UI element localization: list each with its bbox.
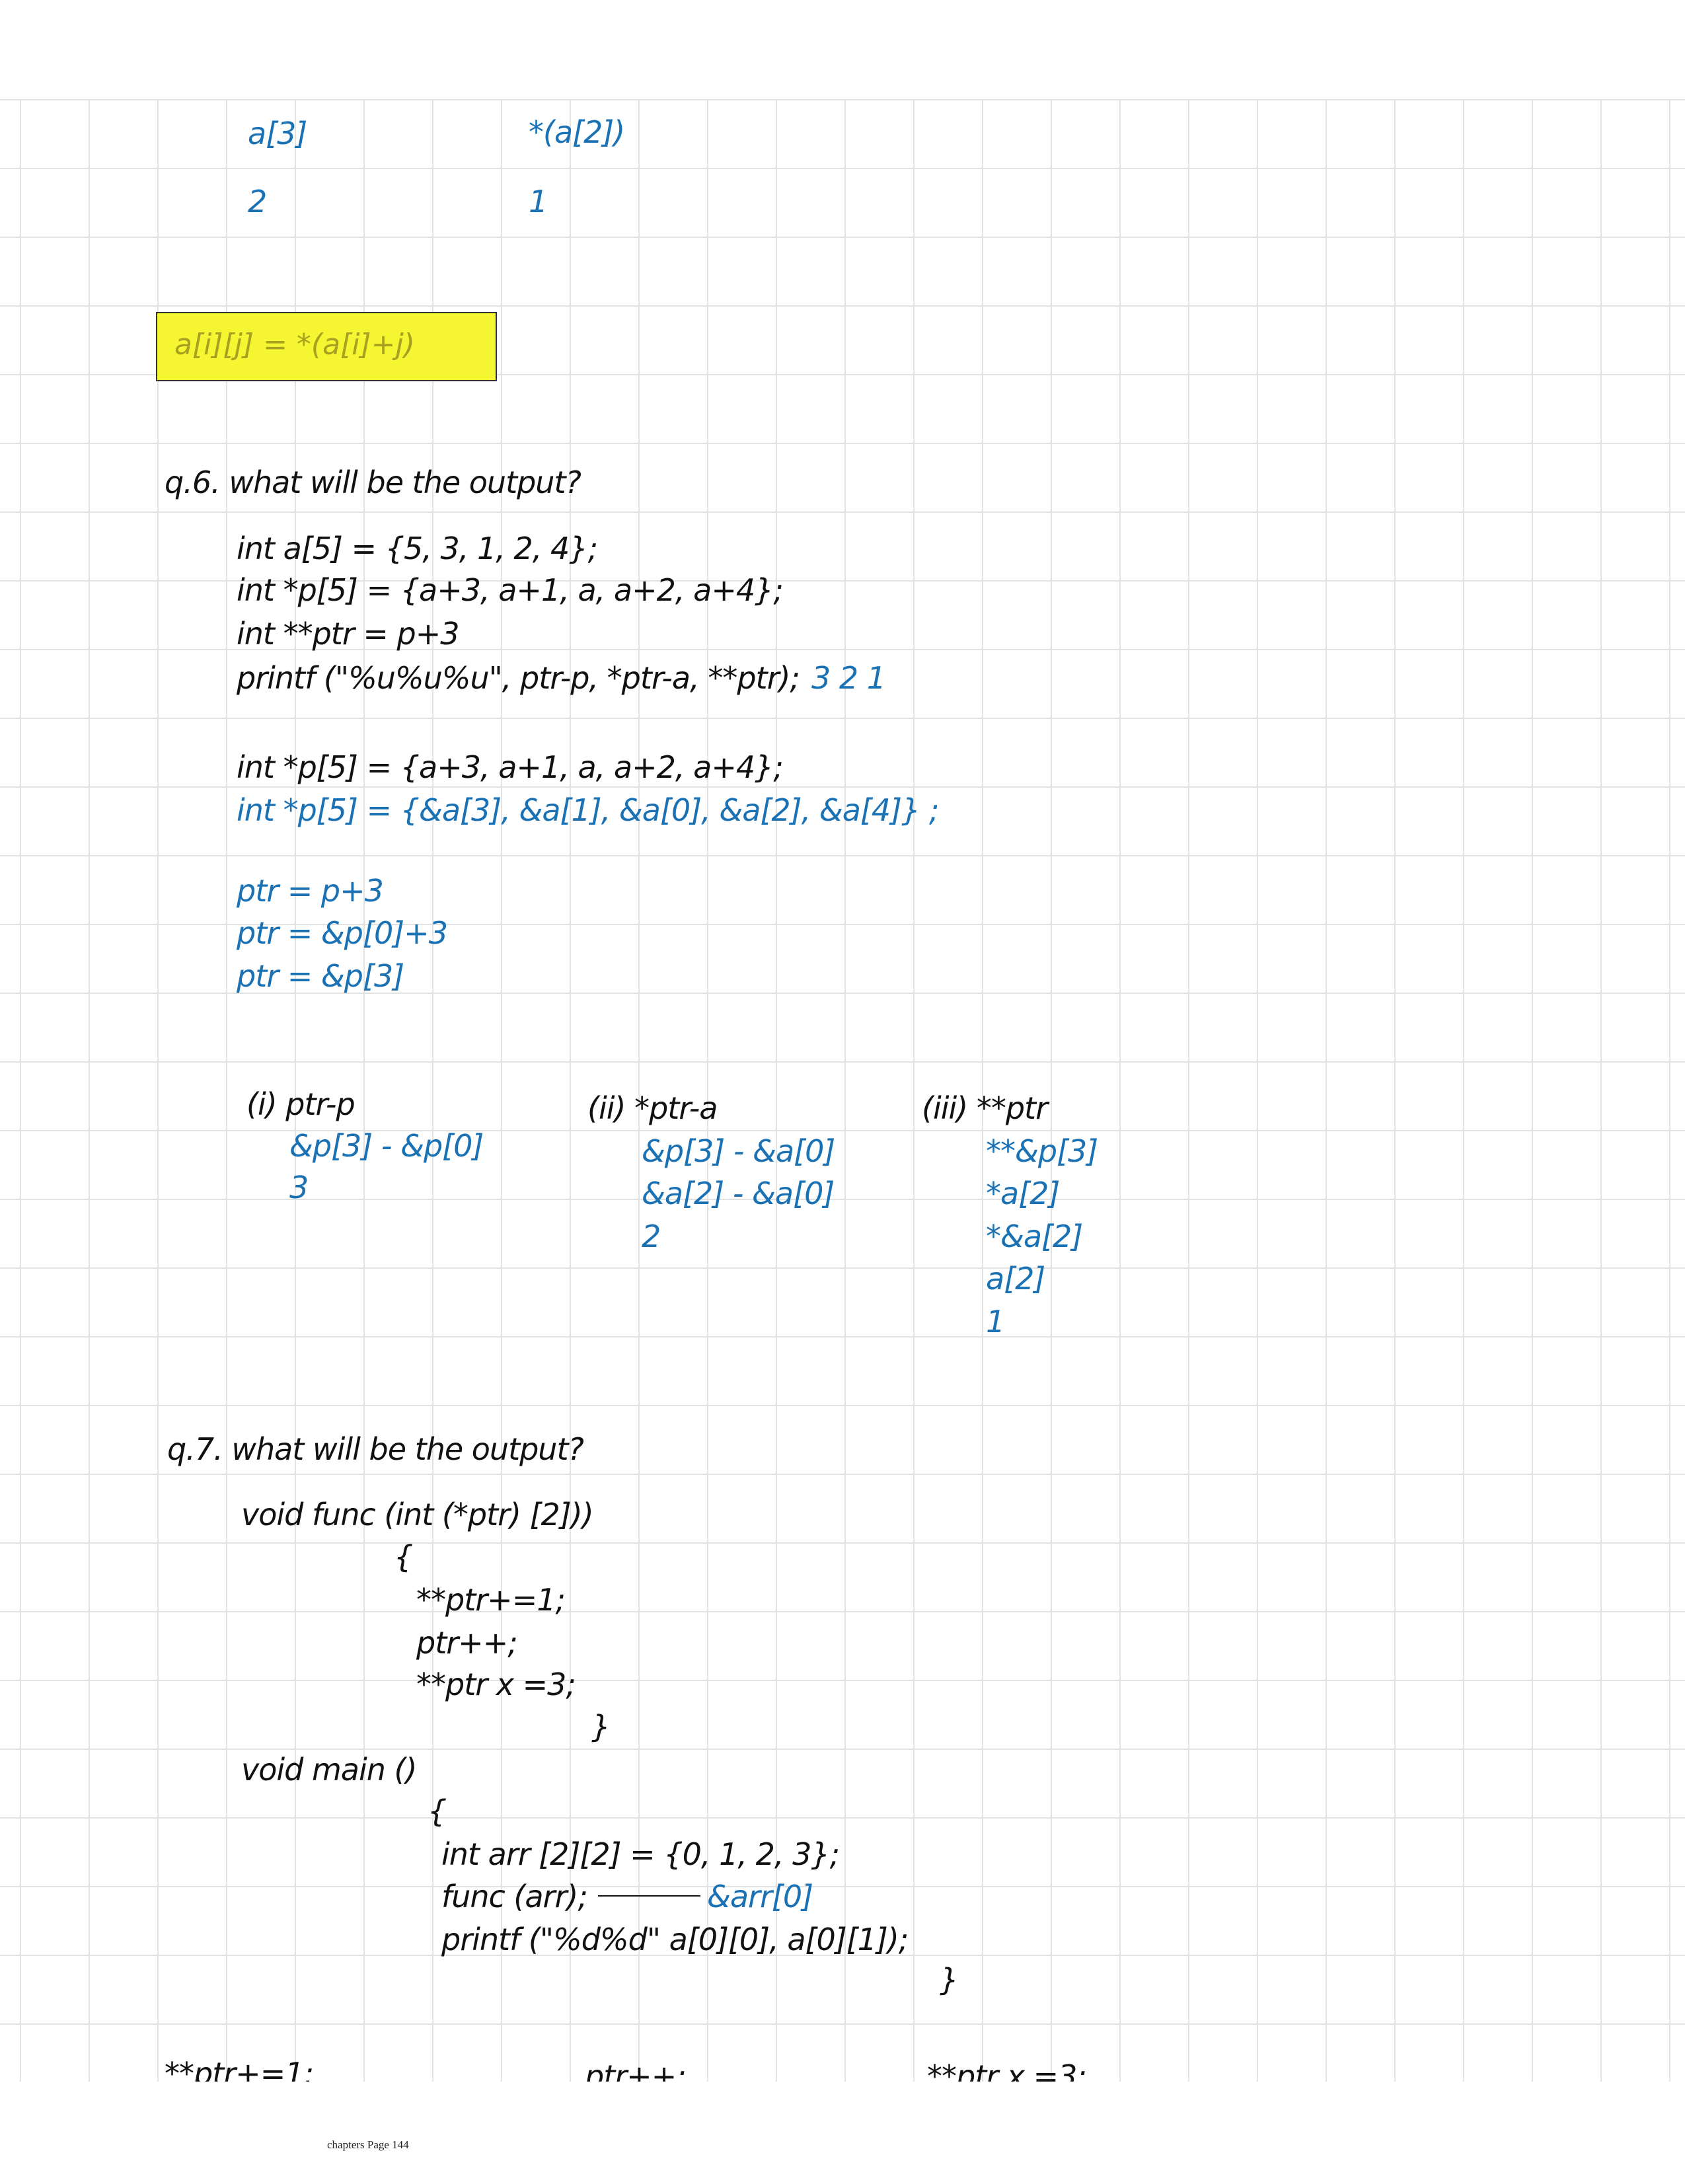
part-i-label: (i) ptr-p — [246, 1086, 356, 1122]
ptr-step: ptr = p+3 — [237, 873, 384, 909]
brace: } — [940, 1962, 959, 1998]
part-ii-step: 2 — [642, 1219, 661, 1254]
page-footer: chapters Page 144 — [327, 2138, 409, 2151]
bottom-step: **ptr x =3; — [927, 2058, 1087, 2082]
code-line: ptr++; — [416, 1625, 518, 1661]
brace: } — [591, 1709, 611, 1745]
q6-answer: 3 2 1 — [811, 660, 886, 696]
code-line: **ptr x =3; — [416, 1667, 576, 1702]
part-ii-step: &a[2] - &a[0] — [642, 1176, 835, 1211]
brace: { — [394, 1539, 413, 1575]
part-iii-step: *&a[2] — [986, 1219, 1083, 1254]
code-line: int *p[5] = {a+3, a+1, a, a+2, a+4}; — [237, 572, 784, 608]
bottom-step: **ptr+=1; — [165, 2056, 314, 2082]
expr-a3: a[3] — [248, 116, 307, 151]
code-line: void main () — [241, 1752, 417, 1788]
q7-heading: q.7. what will be the output? — [167, 1431, 584, 1467]
highlight-box: a[i][j] = *(a[i]+j) — [156, 312, 497, 381]
part-iii-step: *a[2] — [986, 1176, 1060, 1211]
bottom-step: ptr++; — [585, 2058, 687, 2082]
code-line: int a[5] = {5, 3, 1, 2, 4}; — [237, 531, 598, 566]
code-line: void func (int (*ptr) [2])) — [241, 1497, 594, 1532]
part-iii-step: **&p[3] — [986, 1133, 1098, 1169]
expr-deref-a2: *(a[2]) — [529, 114, 625, 150]
part-i-step: &p[3] - &p[0] — [289, 1128, 484, 1164]
grid-paper — [0, 99, 1685, 2082]
part-iii-step: a[2] — [986, 1261, 1045, 1297]
ptr-step: ptr = &p[0]+3 — [237, 915, 448, 951]
brace: { — [428, 1793, 447, 1829]
part-iii-label: (iii) **ptr — [922, 1090, 1048, 1126]
part-iii-step: 1 — [986, 1304, 1005, 1339]
code-line: printf ("%d%d" a[0][0], a[0][1]); — [441, 1922, 909, 1957]
part-ii-label: (ii) *ptr-a — [587, 1090, 718, 1126]
part-ii-step: &p[3] - &a[0] — [642, 1133, 835, 1169]
code-line: int **ptr = p+3 — [237, 616, 460, 652]
code-line: func (arr); — [441, 1879, 588, 1914]
highlight-formula: a[i][j] = *(a[i]+j) — [174, 328, 415, 361]
q6-heading: q.6. what will be the output? — [165, 465, 581, 500]
clipped-row: **ptr+=1; ptr++; **ptr x =3; — [0, 2049, 1685, 2082]
code-line: int arr [2][2] = {0, 1, 2, 3}; — [441, 1836, 840, 1872]
code-line: printf ("%u%u%u", ptr-p, *ptr-a, **ptr); — [237, 660, 800, 696]
code-line: **ptr+=1; — [416, 1582, 566, 1618]
ptr-step: ptr = &p[3] — [237, 958, 404, 994]
value-2: 2 — [248, 184, 267, 219]
code-line: int *p[5] = {a+3, a+1, a, a+2, a+4}; — [237, 749, 784, 785]
annotation-line — [598, 1895, 700, 1897]
part-i-step: 3 — [289, 1170, 309, 1205]
arr-note: &arr[0] — [707, 1879, 813, 1914]
value-1: 1 — [529, 184, 548, 219]
code-line-annotated: int *p[5] = {&a[3], &a[1], &a[0], &a[2],… — [237, 792, 939, 828]
